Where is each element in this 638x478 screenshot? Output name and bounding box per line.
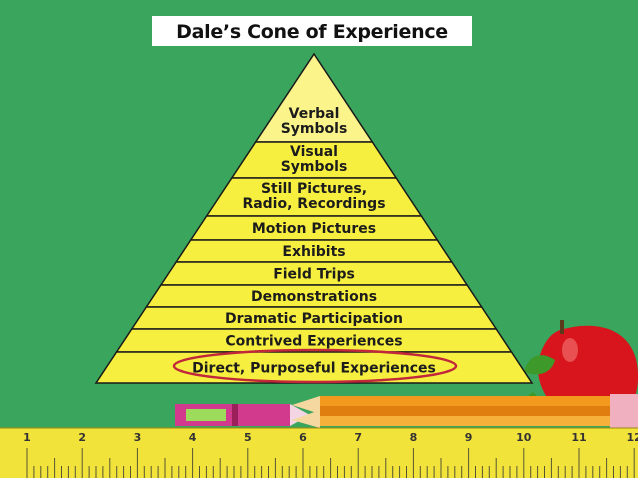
ruler-number: 11	[571, 431, 586, 444]
ruler-number: 2	[78, 431, 86, 444]
ruler-number: 12	[627, 431, 638, 444]
cone-level-label: Motion Pictures	[252, 221, 376, 237]
ruler-number: 8	[410, 431, 418, 444]
cone-level-label: Dramatic Participation	[225, 311, 403, 327]
ruler-number: 3	[134, 431, 142, 444]
ruler-number: 4	[189, 431, 197, 444]
cone-level-label: Exhibits	[282, 244, 345, 260]
ruler-number: 10	[516, 431, 532, 444]
ruler-number: 7	[354, 431, 362, 444]
ruler-number: 9	[465, 431, 473, 444]
slide-title: Dale’s Cone of Experience	[176, 21, 448, 43]
cone-level-label: Demonstrations	[251, 289, 377, 305]
school-supplies-decoration	[175, 320, 638, 428]
cone-level-label: Contrived Experiences	[225, 334, 402, 350]
title-background	[152, 16, 472, 46]
ruler-number: 6	[299, 431, 307, 444]
ruler-decoration: 123456789101112	[0, 427, 638, 478]
ruler-number: 1	[23, 431, 31, 444]
cone-level-label: Field Trips	[273, 267, 355, 283]
pink-marker-icon	[175, 404, 310, 426]
cone-level-label: Still Pictures,Radio, Recordings	[242, 181, 385, 212]
cone-level-label: Direct, Purposeful Experiences	[192, 361, 436, 377]
pencils-icon	[292, 394, 638, 428]
ruler-number: 5	[244, 431, 252, 444]
highlight-ellipse	[172, 348, 458, 384]
